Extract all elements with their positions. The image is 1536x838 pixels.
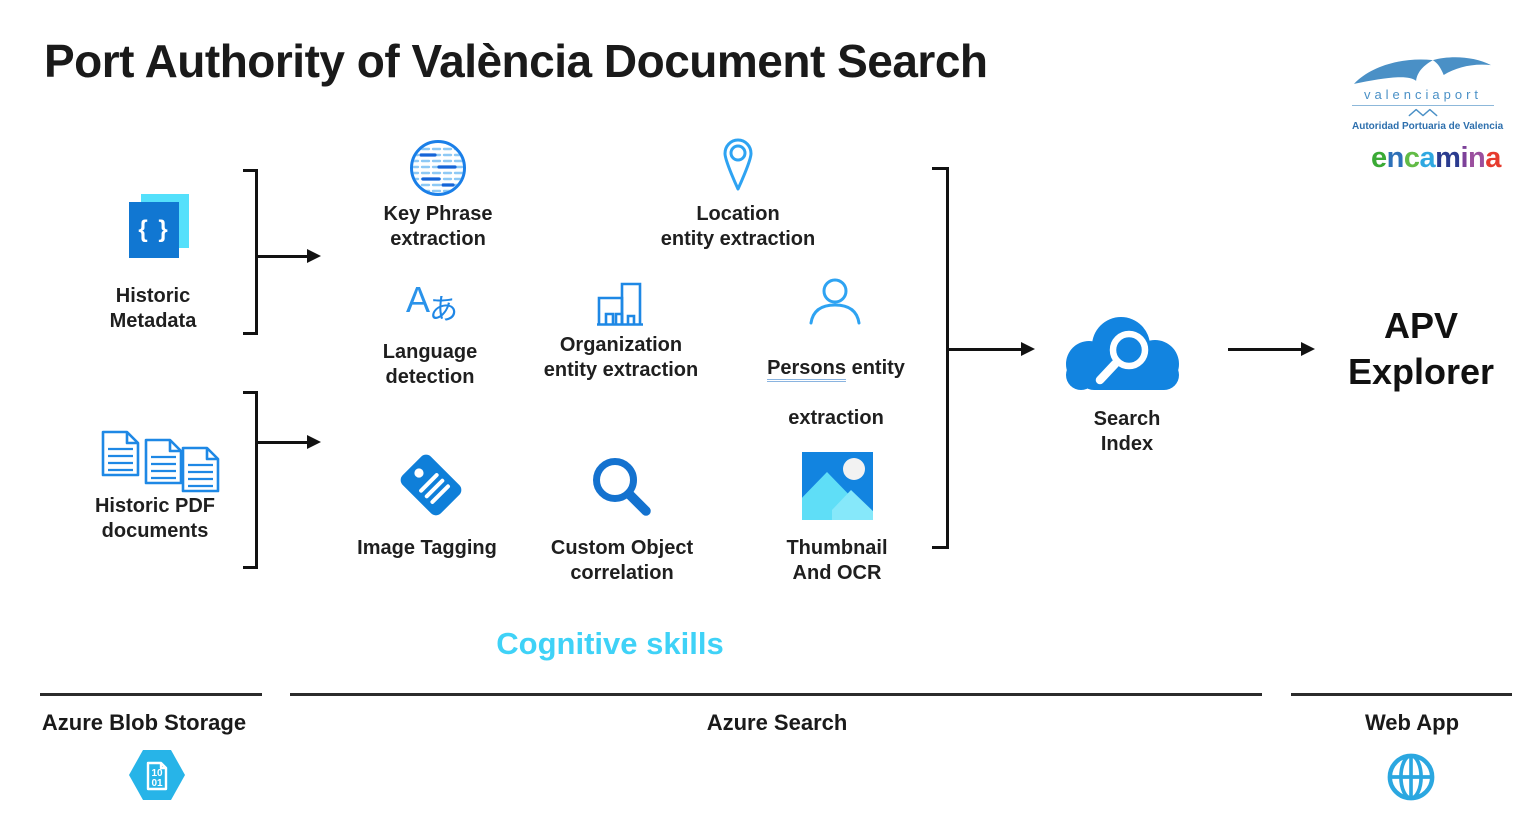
encamina-letter: c [1403, 142, 1420, 174]
image-tag-icon [400, 454, 462, 516]
location-pin-icon [723, 138, 753, 191]
valenciaport-name: valenciaport [1363, 87, 1483, 102]
skills-to-index-arrow [948, 342, 1035, 356]
encamina-logo: encamina [1371, 142, 1501, 175]
metadata-arrow [256, 249, 321, 263]
cognitive-skills-label: Cognitive skills [496, 626, 724, 661]
image-tagging-label: Image Tagging [357, 537, 497, 559]
key-phrase-icon [410, 140, 466, 196]
web-app-line [1291, 693, 1512, 696]
index-to-apv-arrow [1228, 342, 1315, 356]
search-index-cloud-icon [1066, 317, 1179, 390]
page-title: Port Authority of València Document Sear… [44, 35, 988, 87]
encamina-letter: n [1468, 142, 1486, 174]
azure-search-line [290, 693, 1262, 696]
blob-storage-hexagon-icon: 10 01 [129, 750, 185, 800]
azure-search-label: Azure Search [706, 710, 848, 735]
apv-explorer-label: APV Explorer [1347, 305, 1495, 392]
thumbnail-ocr-label: Thumbnail And OCR [786, 537, 888, 584]
latin-a-glyph: A [406, 279, 431, 320]
pdf-arrow [256, 435, 321, 449]
encamina-letter: a [1419, 142, 1436, 174]
key-phrase-label: Key Phrase extraction [383, 203, 493, 250]
azure-blob-storage-label: Azure Blob Storage [41, 710, 247, 735]
custom-object-label: Custom Object correlation [550, 537, 694, 584]
hiragana-a-glyph: あ [429, 294, 459, 326]
encamina-letter: e [1371, 142, 1387, 174]
encamina-letter: i [1460, 142, 1468, 174]
language-label: Language detection [382, 341, 478, 388]
encamina-letter: m [1435, 142, 1461, 174]
valenciaport-divider [1352, 105, 1494, 106]
magnifier-icon [593, 458, 651, 516]
search-index-label: Search Index [1093, 408, 1161, 455]
encamina-letter: n [1386, 142, 1405, 174]
valenciaport-subtitle: Autoridad Portuaria de Valencia [1352, 121, 1504, 132]
valenciaport-bird-icon [1354, 57, 1492, 84]
person-icon [809, 278, 861, 325]
json-document-icon: { } [129, 194, 189, 258]
blob-storage-line [40, 693, 262, 696]
historic-metadata-label: Historic Metadata [109, 285, 197, 332]
encamina-letter: a [1485, 142, 1501, 174]
language-detection-icon: A あ [404, 282, 462, 334]
metadata-bracket [243, 169, 258, 335]
thumbnail-image-icon [802, 452, 873, 520]
svg-text:01: 01 [151, 778, 163, 789]
pdf-bracket [243, 391, 258, 569]
web-app-label: Web App [1364, 710, 1460, 735]
svg-text:10: 10 [151, 768, 163, 779]
valenciaport-logo: valenciaport Autoridad Portuaria de Vale… [1352, 56, 1504, 132]
organization-icon [597, 282, 643, 326]
organization-label: Organization entity extraction [543, 334, 699, 381]
location-label: Location entity extraction [660, 203, 816, 250]
handshake-icon [1408, 108, 1438, 117]
skills-bracket [932, 167, 949, 549]
persons-underlined-word: Persons [767, 357, 846, 382]
web-app-globe-icon [1387, 753, 1435, 801]
historic-pdf-label: Historic PDF documents [94, 495, 216, 542]
svg-text:{ }: { } [138, 216, 169, 243]
pdf-documents-icon [101, 430, 220, 493]
